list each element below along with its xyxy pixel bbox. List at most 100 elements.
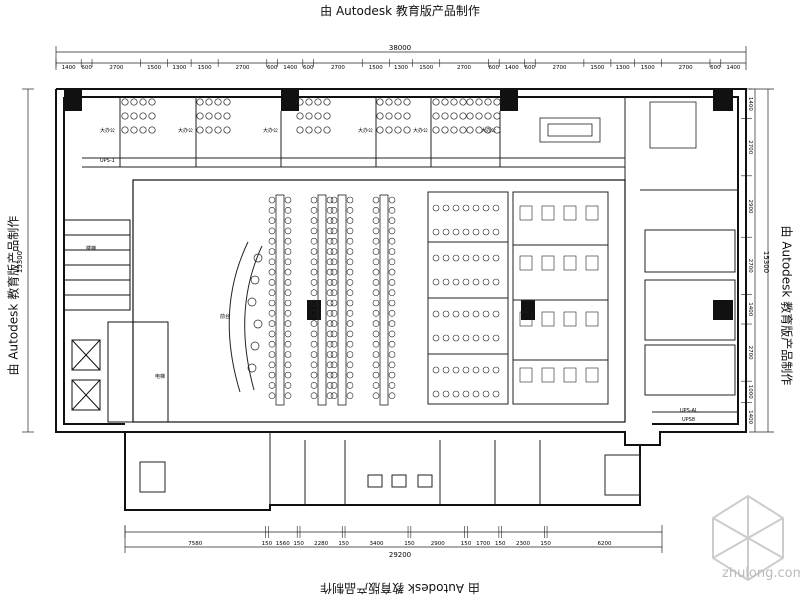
chair (310, 299, 318, 307)
chair (323, 112, 331, 120)
desk (541, 205, 555, 221)
chair (310, 237, 318, 245)
chair (330, 268, 338, 276)
top-seg-dim: 600 (489, 65, 500, 71)
chair (432, 112, 440, 120)
chair (268, 279, 276, 286)
chair (432, 310, 440, 318)
right-seg-dim: 1400 (747, 97, 753, 111)
top-seg-dim: 600 (267, 65, 278, 71)
chair (388, 382, 396, 389)
chair (450, 112, 458, 120)
right-seg-dim: 1400 (747, 302, 753, 316)
chair (442, 228, 450, 236)
chair (372, 237, 380, 245)
chair (268, 340, 276, 348)
chair (268, 320, 276, 327)
top-seg-dim: 2700 (679, 65, 693, 71)
chair (284, 299, 292, 307)
chair (148, 98, 156, 106)
chair (482, 228, 490, 236)
chair (372, 361, 380, 369)
chair (196, 126, 204, 134)
top-seg-dim: 1300 (394, 65, 408, 71)
chair (346, 361, 354, 369)
chair (372, 320, 380, 327)
chair (296, 126, 304, 134)
chair (452, 204, 460, 212)
ups1-label: UPS-1 (100, 158, 115, 164)
chair (432, 334, 440, 342)
chair (442, 278, 450, 286)
chair (284, 248, 292, 255)
chair (284, 351, 292, 358)
chair (310, 207, 318, 214)
chair (394, 126, 402, 134)
chair (346, 320, 354, 327)
chair (385, 98, 393, 106)
chair (372, 258, 380, 266)
chair (388, 227, 396, 235)
chair (452, 390, 460, 398)
chair (388, 289, 396, 297)
chair (205, 112, 213, 120)
chair (148, 112, 156, 120)
workstations (247, 194, 396, 406)
chair (484, 126, 492, 134)
chair (139, 98, 147, 106)
chair (462, 310, 470, 318)
chair (394, 112, 402, 120)
chair (326, 351, 334, 358)
chair (493, 98, 501, 106)
chair (310, 258, 318, 266)
chair (305, 112, 313, 120)
chair (284, 289, 292, 297)
chair (326, 227, 334, 235)
chair (268, 258, 276, 266)
chair (139, 112, 147, 120)
chair (493, 126, 501, 134)
chair (385, 112, 393, 120)
chair (462, 228, 470, 236)
chair (372, 371, 380, 379)
chair (326, 289, 334, 297)
desk (563, 205, 577, 221)
chair (284, 392, 292, 400)
chair (284, 196, 292, 204)
chair (346, 217, 354, 224)
chair (346, 289, 354, 297)
chair (482, 366, 490, 374)
chair (459, 98, 467, 106)
chair (310, 309, 318, 317)
chair (247, 363, 257, 373)
right-seg-dim: 1400 (747, 410, 753, 424)
chair (452, 366, 460, 374)
chair (372, 299, 380, 307)
chair (305, 98, 313, 106)
top-seg-dim: 1300 (616, 65, 630, 71)
chair (196, 98, 204, 106)
chair (482, 204, 490, 212)
chair (223, 126, 231, 134)
chair (492, 390, 500, 398)
chair (442, 334, 450, 342)
chair (372, 268, 380, 276)
chair (268, 371, 276, 379)
chair (388, 340, 396, 348)
chair (452, 228, 460, 236)
left-dim: 15300 (16, 251, 24, 273)
chair (330, 371, 338, 379)
chair (326, 340, 334, 348)
chair (196, 112, 204, 120)
right-seg-dim: 2700 (747, 259, 753, 273)
chair (253, 319, 263, 329)
chair (442, 366, 450, 374)
chair (330, 196, 338, 204)
chair (205, 126, 213, 134)
top-seg-dim: 1500 (641, 65, 655, 71)
chair (346, 248, 354, 255)
chair (482, 390, 490, 398)
top-seg-dim: 2700 (457, 65, 471, 71)
top-seg-dim: 2700 (109, 65, 123, 71)
